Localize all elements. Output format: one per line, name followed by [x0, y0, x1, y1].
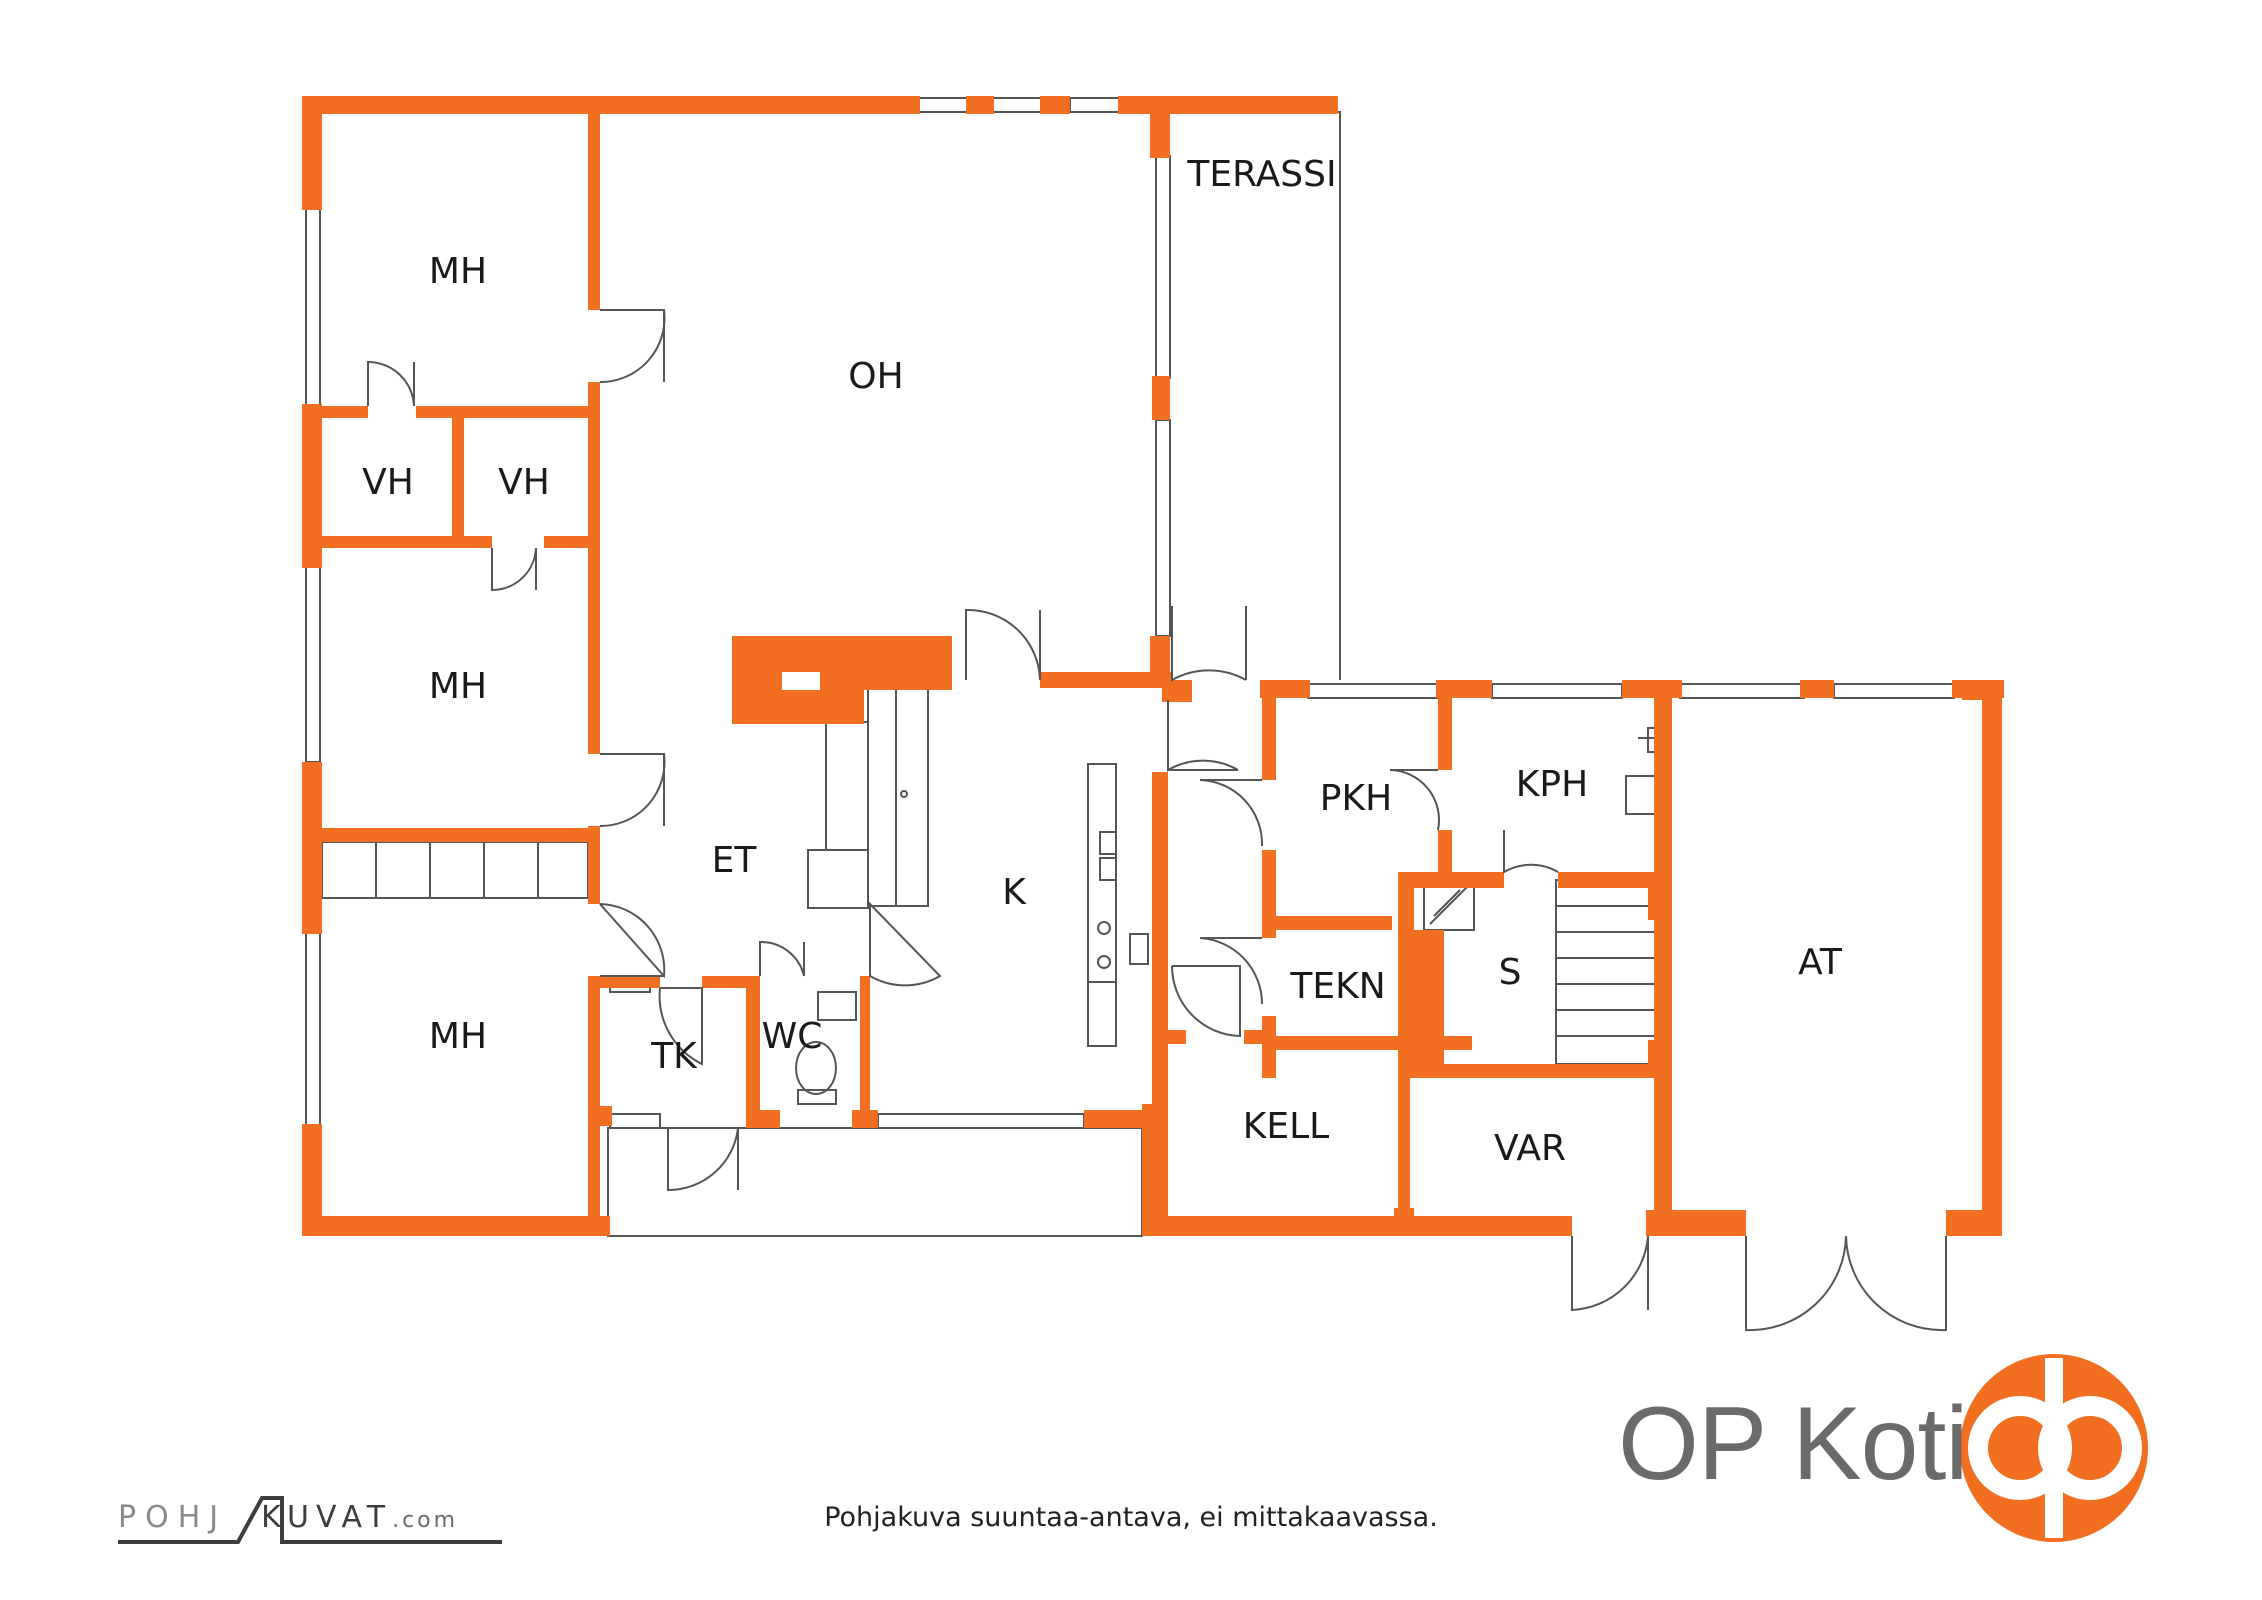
room-label-et: ET	[712, 840, 758, 881]
walls	[302, 96, 2004, 1236]
credit-part1: POHJ	[118, 1500, 228, 1535]
credit-domain: .com	[392, 1508, 459, 1533]
room-label-mh3: MH	[429, 1016, 487, 1057]
room-label-terassi: TERASSI	[1186, 154, 1336, 195]
room-label-mh2: MH	[429, 666, 487, 707]
room-label-kell: KELL	[1243, 1106, 1329, 1147]
doors	[367, 309, 1947, 1332]
room-label-mh1: MH	[429, 251, 487, 292]
room-label-var: VAR	[1494, 1128, 1566, 1169]
room-label-at: AT	[1798, 942, 1843, 983]
credit-part2: KUVAT	[261, 1500, 393, 1535]
room-labels: MH OH TERASSI VH VH MH ET K PKH KPH MH T…	[362, 154, 1843, 1169]
room-label-pkh: PKH	[1320, 778, 1392, 819]
disclaimer-caption: Pohjakuva suuntaa-antava, ei mittakaavas…	[824, 1502, 1438, 1533]
pohjakuvat-logo-mark	[118, 1496, 502, 1544]
room-label-s: S	[1499, 952, 1522, 993]
windows	[305, 97, 1955, 1129]
op-logo-icon	[1960, 1354, 2148, 1542]
room-label-tekn: TEKN	[1289, 966, 1385, 1007]
room-label-tk: TK	[650, 1036, 698, 1077]
room-label-k: K	[1002, 872, 1027, 913]
room-label-wc: WC	[762, 1016, 823, 1057]
pohjakuvat-credit: POHJ KUVAT.com	[118, 1500, 458, 1535]
room-label-vh1: VH	[362, 462, 414, 503]
room-label-oh: OH	[848, 356, 903, 397]
brand-name: OP Koti	[1618, 1386, 1968, 1502]
room-label-vh2: VH	[498, 462, 550, 503]
room-label-kph: KPH	[1516, 764, 1588, 805]
